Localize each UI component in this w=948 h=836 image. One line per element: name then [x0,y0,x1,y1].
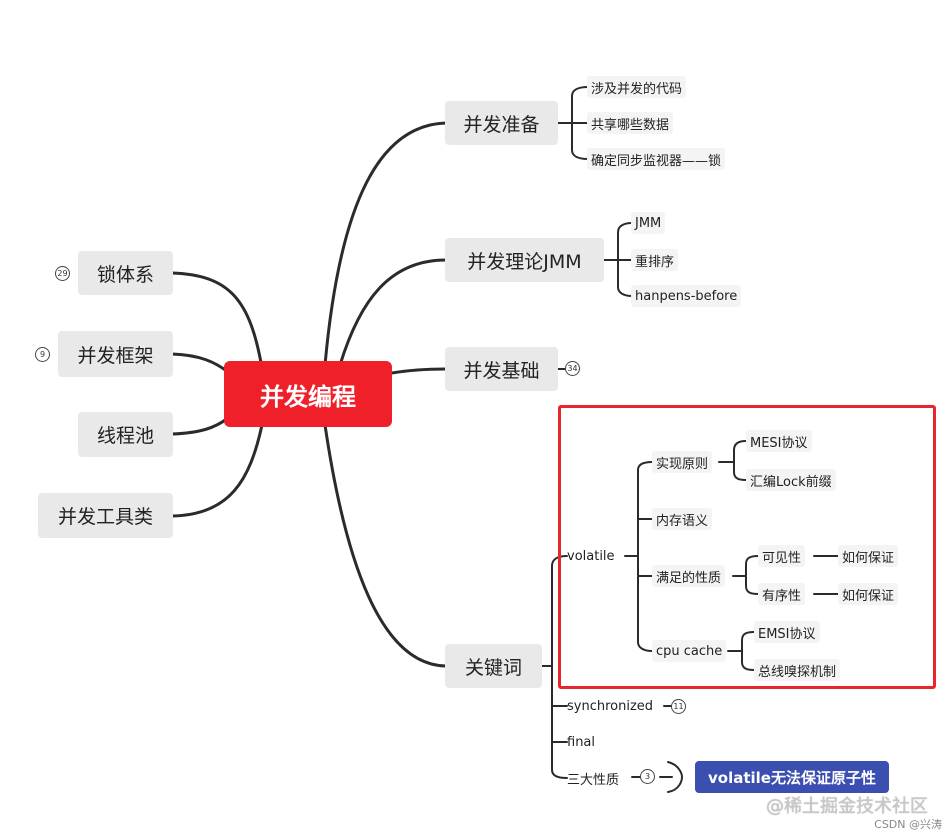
leaf-happens-before[interactable]: hanpens-before [631,285,742,307]
root-node[interactable]: 并发编程 [224,361,392,427]
node-label: 可见性 [762,550,802,566]
node-label: synchronized [567,698,654,714]
node-label: 重排序 [635,254,675,270]
node-label: 满足的性质 [656,570,722,586]
leaf-reordering[interactable]: 重排序 [631,249,679,271]
credit-text: CSDN @兴涛 [874,818,942,831]
node-label: 线程池 [96,425,154,447]
leaf-ordering-how[interactable]: 如何保证 [838,583,899,605]
leaf-visibility[interactable]: 可见性 [758,545,806,567]
leaf-lock-prefix[interactable]: 汇编Lock前缀 [746,469,836,491]
node-label: 内存语义 [656,513,709,529]
node-label: 涉及并发的代码 [591,81,683,97]
node-label: JMM [635,215,662,231]
node-label: 关键词 [464,656,522,679]
node-synchronized[interactable]: synchronized [567,695,653,717]
node-label: 汇编Lock前缀 [750,474,832,490]
node-jmm-theory[interactable]: 并发理论JMM [445,238,604,282]
node-label: 并发工具类 [57,506,153,528]
node-keywords[interactable]: 关键词 [445,644,542,688]
node-memory-semantics[interactable]: 内存语义 [652,508,713,530]
node-properties[interactable]: 满足的性质 [652,565,726,587]
leaf-ordering[interactable]: 有序性 [758,583,806,605]
collapsed-count-badge[interactable]: 11 [671,699,686,714]
node-concurrency-framework[interactable]: 并发框架 [58,331,173,377]
node-label: 有序性 [762,588,802,604]
leaf-prep-shared-data[interactable]: 共享哪些数据 [587,112,674,134]
root-label: 并发编程 [260,382,356,411]
node-label: 锁体系 [96,263,154,286]
callout-volatile-atomicity[interactable]: volatile无法保证原子性 [695,761,889,793]
node-label: 确定同步监视器——锁 [591,153,722,169]
node-three-properties[interactable]: 三大性质 [567,767,619,789]
leaf-mesi[interactable]: MESI协议 [746,430,812,452]
node-label: cpu cache [656,643,723,659]
node-final[interactable]: final [567,731,595,753]
node-label: MESI协议 [750,435,808,451]
node-label: 并发基础 [463,359,540,382]
node-concurrency-prep[interactable]: 并发准备 [445,101,558,145]
node-cpu-cache[interactable]: cpu cache [652,640,727,662]
leaf-jmm[interactable]: JMM [631,212,666,234]
node-volatile[interactable]: volatile [567,545,615,567]
node-thread-pool[interactable]: 线程池 [78,412,173,457]
node-label: 总线嗅探机制 [758,664,837,680]
highlight-box [558,405,936,689]
leaf-prep-monitor-lock[interactable]: 确定同步监视器——锁 [587,148,726,170]
collapsed-count-badge[interactable]: 29 [55,266,70,281]
node-impl-principle[interactable]: 实现原则 [652,451,713,473]
node-label: 并发准备 [463,113,540,136]
node-label: 实现原则 [656,456,709,472]
node-label: hanpens-before [635,288,738,304]
node-label: final [567,734,596,750]
node-lock-system[interactable]: 锁体系 [78,251,173,295]
node-label: 共享哪些数据 [591,117,670,133]
collapsed-count-badge[interactable]: 34 [565,361,580,376]
node-label: volatile [567,548,615,564]
leaf-visibility-how[interactable]: 如何保证 [838,545,899,567]
node-label: 三大性质 [567,772,620,788]
leaf-bus-snooping[interactable]: 总线嗅探机制 [754,659,841,681]
node-label: 并发理论JMM [467,250,582,273]
collapsed-count-badge[interactable]: 3 [640,769,655,784]
node-label: EMSI协议 [758,626,816,642]
node-label: 如何保证 [842,550,895,566]
node-concurrency-basics[interactable]: 并发基础 [445,347,558,391]
watermark: @稀土掘金技术社区 [766,796,928,817]
leaf-emsi[interactable]: EMSI协议 [754,621,820,643]
leaf-prep-code[interactable]: 涉及并发的代码 [587,76,687,98]
node-concurrency-tools[interactable]: 并发工具类 [38,493,173,538]
node-label: 如何保证 [842,588,895,604]
collapsed-count-badge[interactable]: 9 [35,347,50,362]
node-label: 并发框架 [77,344,154,367]
